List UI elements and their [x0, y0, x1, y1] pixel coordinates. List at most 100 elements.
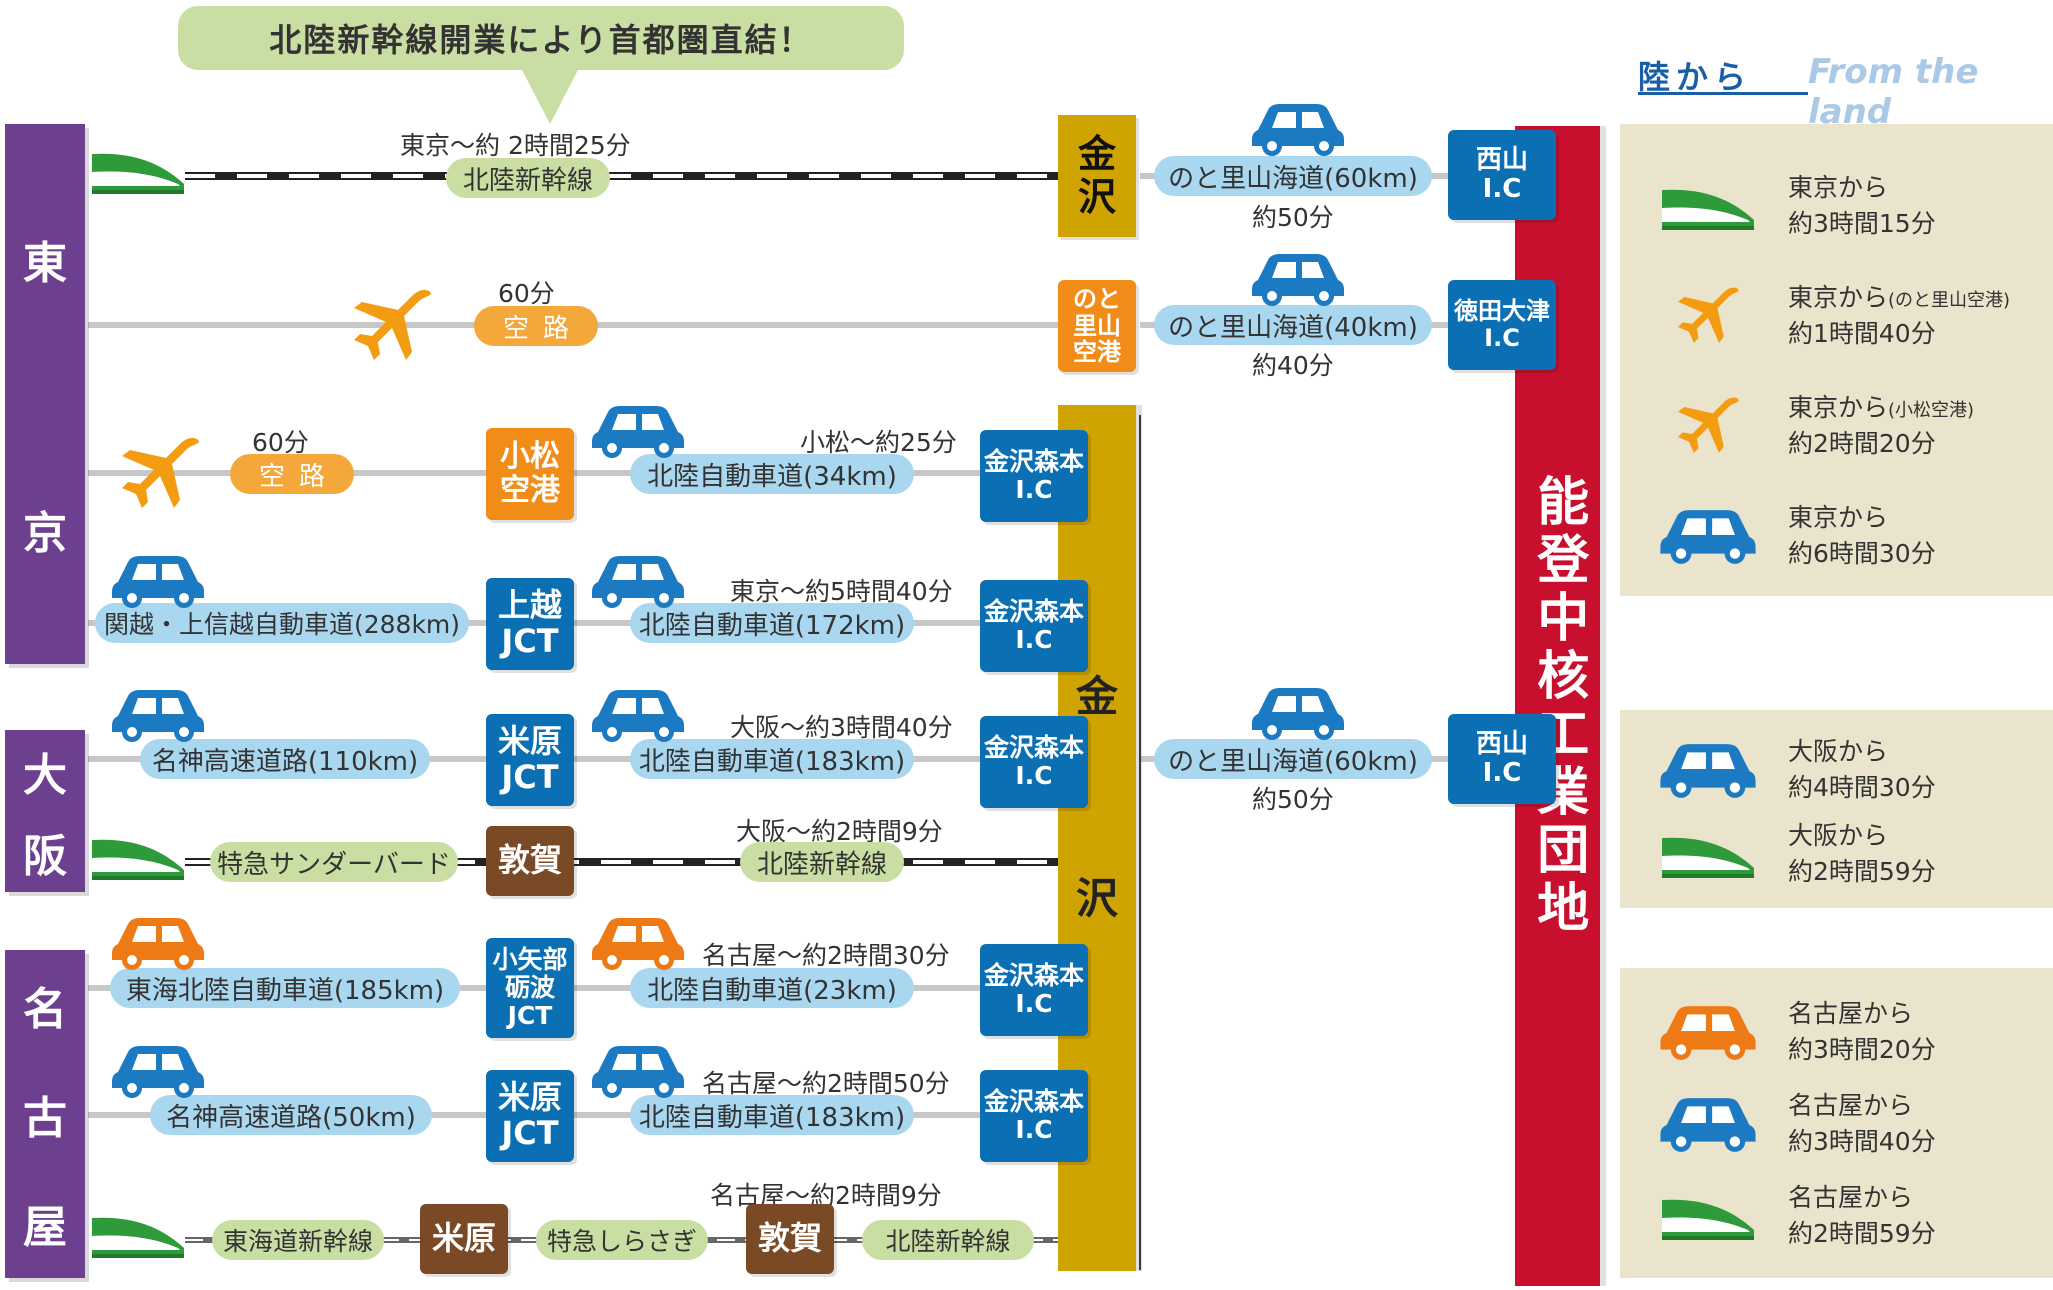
car-orange-icon	[590, 914, 686, 972]
legend-panel-osaka: 大阪から約4時間30分大阪から約2時間59分	[1620, 710, 2053, 908]
callout-pointer	[520, 66, 580, 124]
car-icon	[1250, 250, 1346, 308]
car-icon	[1250, 100, 1346, 158]
tokuda-otsu-ic-line-1: 徳田大津	[1454, 297, 1550, 326]
maibara-jct-osaka: 米原 JCT	[486, 714, 574, 806]
morimoto-ic-2-line-2: I.C	[1015, 625, 1053, 654]
legend-panel-nagoya: 名古屋から約3時間20分名古屋から約3時間40分名古屋から約2時間59分	[1620, 968, 2053, 1278]
legend-time: 約6時間30分	[1788, 539, 1936, 568]
city-osaka-char-1: 大	[23, 749, 67, 801]
r6-time2: 大阪～約2時間9分	[736, 817, 943, 846]
city-nagoya-char-3: 屋	[23, 1202, 67, 1254]
r5-pill2: 北陸自動車道(183km)	[630, 739, 914, 779]
f2-time: 約40分	[1252, 351, 1334, 380]
komatsu-airport-line-1: 小松	[500, 439, 560, 475]
nishiyama-ic-2-line-1: 西山	[1475, 728, 1528, 759]
r6-pill2: 北陸新幹線	[740, 842, 904, 882]
legend-row-osaka: 大阪から約2時間59分	[1620, 812, 2053, 902]
kanazawa-bar-char-2: 沢	[1075, 874, 1118, 923]
car-orange-icon	[110, 914, 206, 972]
car-icon	[1658, 740, 1758, 800]
nishiyama-ic-2-line-2: I.C	[1482, 758, 1522, 788]
callout: 北陸新幹線開業により首都圏直結！	[178, 6, 904, 70]
legend-from: 名古屋から	[1788, 999, 1914, 1028]
r7-time2: 名古屋～約2時間30分	[702, 941, 950, 970]
maibara-jct-nagoya: 米原 JCT	[486, 1070, 574, 1162]
legend-title-underline	[1638, 92, 1808, 95]
city-nagoya-char-2: 古	[23, 1092, 67, 1144]
joetsu-jct-line-2: JCT	[501, 622, 559, 660]
city-tokyo-char-1: 東	[23, 238, 67, 289]
legend-row-osaka: 大阪から約4時間30分	[1620, 728, 2053, 818]
nishiyama-ic-1-line-1: 西山	[1475, 144, 1528, 175]
kanazawa-station-char-1: 金	[1077, 132, 1116, 177]
legend-from: 名古屋から	[1788, 1183, 1914, 1212]
oyabe-tonami-jct: 小矢部 砺波 JCT	[486, 938, 574, 1038]
maibara-jct-osaka-line-1: 米原	[497, 722, 562, 761]
r6-pill: 特急サンダーバード	[210, 842, 458, 882]
legend-from: 東京から	[1788, 503, 1889, 532]
train-icon	[1658, 176, 1758, 236]
legend-row-nagoya: 名古屋から約3時間40分	[1620, 1082, 2053, 1172]
legend-title-jp: 陸から	[1638, 58, 1753, 96]
kanazawa-bar-char-1: 金	[1075, 672, 1118, 721]
car-icon	[1658, 506, 1758, 566]
city-osaka-char-2: 阪	[23, 830, 67, 882]
tsuruga-station-osaka: 敦賀	[486, 826, 574, 896]
noto-airport-line-2: 里山	[1073, 311, 1121, 340]
car-icon	[110, 552, 206, 610]
r5-time2: 大阪～約3時間40分	[730, 713, 953, 742]
legend-time: 約2時間20分	[1788, 429, 1936, 458]
r3-pill: 空路	[230, 454, 354, 494]
train-icon	[88, 826, 188, 886]
joetsu-jct: 上越 JCT	[486, 578, 574, 670]
r8-time2: 名古屋～約2時間50分	[702, 1069, 950, 1098]
r1-pill: 北陸新幹線	[446, 158, 610, 198]
nishiyama-ic-1-line-2: I.C	[1482, 174, 1522, 204]
train-icon	[1658, 1186, 1758, 1246]
morimoto-ic-3: 金沢森本 I.C	[980, 716, 1088, 808]
city-nagoya-char-1: 名	[23, 983, 67, 1035]
train-icon	[88, 140, 188, 200]
legend-row-tokyo: 東京から約6時間30分	[1620, 494, 2053, 584]
morimoto-ic-3-line-1: 金沢森本	[983, 733, 1084, 762]
kanazawa-station-char-2: 沢	[1077, 175, 1116, 219]
legend-time: 約3時間15分	[1788, 209, 1936, 238]
plane-icon	[1658, 286, 1758, 346]
plane-icon	[118, 436, 202, 512]
tsuruga-station-nagoya: 敦賀	[746, 1204, 834, 1274]
morimoto-ic-5-line-2: I.C	[1015, 1115, 1053, 1144]
noto-airport-line-3: 空港	[1073, 338, 1121, 367]
r5-pill: 名神高速道路(110km)	[140, 739, 430, 779]
legend-time: 約3時間20分	[1788, 1035, 1936, 1064]
maibara-station-nagoya: 米原	[420, 1204, 508, 1274]
kanazawa-bar: 金 沢	[1058, 405, 1136, 1271]
oyabe-tonami-jct-line-3: JCT	[507, 1001, 553, 1030]
legend-from: 大阪から	[1788, 737, 1889, 766]
morimoto-ic-1-line-1: 金沢森本	[983, 447, 1084, 476]
maibara-jct-nagoya-line-2: JCT	[501, 1114, 559, 1152]
f3-time: 約50分	[1252, 785, 1334, 814]
car-icon	[590, 686, 686, 744]
morimoto-ic-2: 金沢森本 I.C	[980, 580, 1088, 672]
car-icon	[590, 402, 686, 460]
r4-pill2: 北陸自動車道(172km)	[630, 603, 914, 643]
r4-time2: 東京～約5時間40分	[730, 577, 953, 606]
maibara-jct-osaka-line-2: JCT	[501, 758, 559, 796]
f3-pill: のと里山海道(60km)	[1154, 739, 1432, 779]
nishiyama-ic-2: 西山 I.C	[1448, 714, 1556, 804]
r3-time2: 小松～約25分	[800, 428, 957, 457]
noto-airport: のと 里山 空港	[1058, 280, 1136, 372]
morimoto-ic-4: 金沢森本 I.C	[980, 944, 1088, 1036]
r9-pill2: 特急しらさぎ	[536, 1220, 708, 1260]
plane-icon	[350, 288, 434, 364]
morimoto-ic-2-line-1: 金沢森本	[983, 597, 1084, 626]
legend-time: 約2時間59分	[1788, 857, 1936, 886]
city-tokyo: 東 京	[5, 124, 85, 664]
city-tokyo-char-2: 京	[23, 508, 67, 559]
legend-note: (小松空港)	[1888, 400, 1975, 421]
morimoto-ic-4-line-1: 金沢森本	[983, 961, 1084, 990]
legend-time: 約3時間40分	[1788, 1127, 1936, 1156]
legend-from: 東京から(のと里山空港)	[1788, 283, 2011, 312]
f1-pill: のと里山海道(60km)	[1154, 156, 1432, 196]
